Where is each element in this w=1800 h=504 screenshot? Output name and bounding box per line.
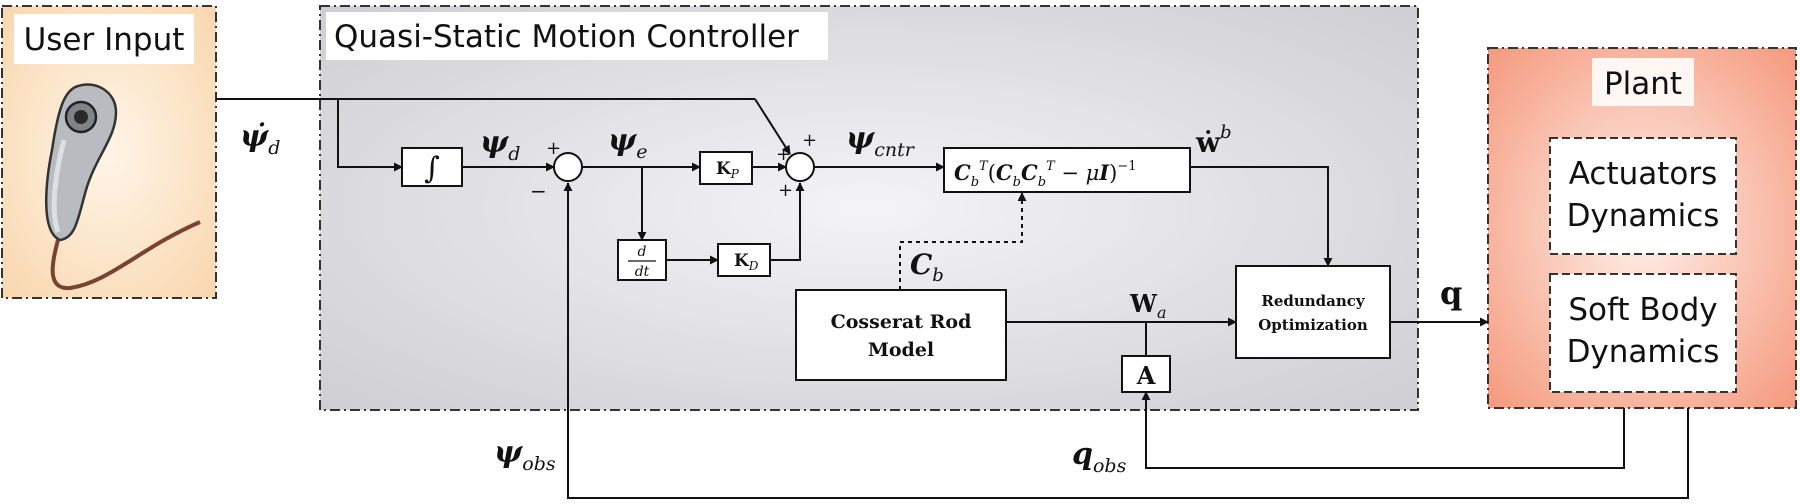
sum2-left-sign: + <box>776 144 791 165</box>
derivative-block: d dt <box>617 239 667 281</box>
soft-body-line1: Soft Body <box>1568 292 1717 328</box>
sum1-plus-sign: + <box>546 138 561 159</box>
integrator-block: ∫ <box>401 147 463 187</box>
psi-cntr-label: ψcntr <box>846 121 916 161</box>
integrator-symbol: ∫ <box>424 151 440 186</box>
actuators-line1: Actuators <box>1569 156 1718 192</box>
a-block-label: A <box>1136 361 1156 390</box>
kd-subscript: D <box>748 259 759 273</box>
kd-label: K <box>734 251 750 271</box>
soft-body-dynamics-block <box>1549 273 1737 393</box>
kp-subscript: P <box>730 167 740 181</box>
cosserat-line2: Model <box>868 339 934 361</box>
signal-lines <box>216 98 1689 499</box>
kp-label: K <box>716 159 732 179</box>
sum-junction-1: + − <box>530 138 583 203</box>
psi-d-label: ψd <box>480 125 520 165</box>
c-b-label: Cb <box>910 248 944 286</box>
actuators-line2: Dynamics <box>1567 198 1720 234</box>
redundancy-optimization-block: Redundancy Optimization <box>1235 265 1391 359</box>
psi-e-label: ψe <box>608 123 648 163</box>
soft-body-line2: Dynamics <box>1567 334 1720 370</box>
plant-panel: Plant Actuators Dynamics Soft Body Dynam… <box>1487 47 1797 409</box>
psi-dot-d-label: ψ̇d <box>240 119 280 159</box>
sum2-bottom-sign: + <box>778 180 793 201</box>
cosserat-rod-model-block: Cosserat Rod Model <box>795 289 1007 381</box>
joystick-icon <box>45 83 201 291</box>
redundancy-line2: Optimization <box>1258 316 1368 334</box>
user-input-title: User Input <box>24 22 185 58</box>
actuators-dynamics-block <box>1549 137 1737 255</box>
sum2-top-sign: + <box>802 130 817 151</box>
redundancy-line1: Redundancy <box>1261 292 1366 310</box>
svg-text:CbT(CbCbT − μI)−1: CbT(CbCbT − μI)−1 <box>954 159 1137 190</box>
sum1-minus-sign: − <box>530 179 547 203</box>
controller-title: Quasi-Static Motion Controller <box>334 19 799 55</box>
svg-text:KD: KD <box>734 251 759 273</box>
svg-text:KP: KP <box>716 159 740 181</box>
a-block: A <box>1121 355 1171 393</box>
w-a-label: Wa <box>1129 289 1167 322</box>
w-dot-b-label: ẇb <box>1195 122 1232 159</box>
q-obs-label: qobs <box>1072 437 1127 477</box>
derivative-numerator: d <box>638 244 647 260</box>
kd-block: KD <box>717 243 771 277</box>
inverse-block: CbT(CbCbT − μI)−1 <box>943 147 1191 193</box>
kp-block: KP <box>699 151 753 185</box>
psi-obs-label: ψobs <box>494 435 556 475</box>
sum-junction-2: + + + <box>776 130 817 201</box>
q-label: q <box>1440 274 1462 312</box>
derivative-denominator: dt <box>635 264 650 280</box>
user-input-panel: User Input <box>1 5 217 299</box>
cosserat-line1: Cosserat Rod <box>831 311 972 333</box>
plant-title: Plant <box>1604 66 1682 102</box>
